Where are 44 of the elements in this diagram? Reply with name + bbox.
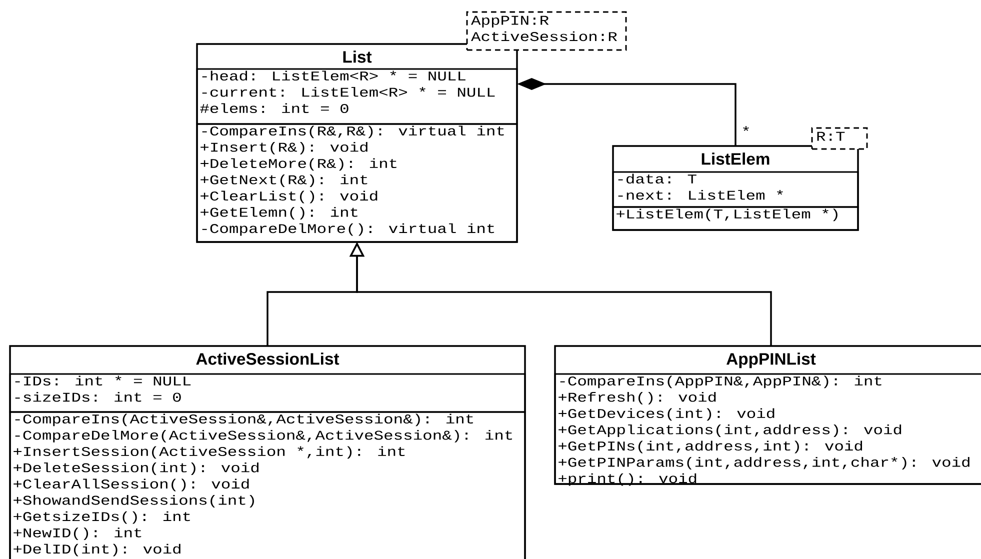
template-parameter: AppPIN:R — [471, 16, 549, 28]
member-text: -head: ListElem<R> * = NULL — [202, 70, 466, 81]
member-text: +DelID(int): void — [14, 544, 180, 556]
member-text: +Refresh(): void — [558, 392, 716, 404]
template-box — [811, 127, 868, 150]
member-text: +GetApplications(int,address): void — [558, 424, 902, 437]
member-text: #elems: int = 0 — [200, 103, 348, 114]
class-compartment — [196, 68, 518, 125]
member-text: +DeleteSession(int): void — [14, 462, 258, 475]
member-text: +ListElem(T,ListElem *) — [616, 208, 838, 222]
member-text: -CompareIns(ActiveSession&,ActiveSession&): int — [15, 414, 473, 426]
member-text: +ShowandSendSessions(int) — [14, 495, 254, 508]
class-compartment — [612, 206, 859, 231]
member-text: +GetElemn(): int — [200, 207, 358, 220]
member-text: -data: T — [618, 174, 696, 184]
member-text: +Insert(R&): void — [200, 142, 368, 154]
member-text: +ClearList(): void — [200, 190, 378, 204]
member-text: -sizeIDs: int = 0 — [15, 392, 181, 402]
template-box — [466, 11, 627, 51]
class-compartment — [554, 373, 981, 486]
template-parameter: ActiveSession:R — [471, 31, 617, 42]
class-compartment — [9, 411, 526, 559]
member-text: -CompareDelMore(): virtual int — [202, 223, 494, 236]
member-text: +GetDevices(int): void — [558, 408, 774, 421]
member-text: -next: ListElem * — [618, 190, 783, 200]
member-text: +GetsizeIDs(): int — [14, 511, 190, 524]
member-text: -IDs: int * = NULL — [15, 376, 191, 386]
class-compartment — [9, 373, 526, 413]
member-text: +DeleteMore(R&): int — [200, 158, 396, 171]
member-text: +InsertSession(ActiveSession *,int): int — [14, 446, 405, 459]
member-text: +print(): void — [558, 473, 696, 486]
member-text: -CompareDelMore(ActiveSession&,ActiveSession&): int — [15, 430, 512, 442]
member-text: +GetPINs(int,address,int): void — [558, 440, 862, 454]
class-compartment — [612, 171, 859, 208]
member-text: +NewID(): int — [14, 528, 142, 540]
member-text: -current: ListElem<R> * = NULL — [202, 86, 495, 97]
member-text: -CompareIns(R&,R&): virtual int — [202, 126, 504, 138]
member-text: -CompareIns(AppPIN&,AppPIN&): int — [560, 376, 882, 388]
template-parameter: R:T — [817, 132, 845, 141]
member-text: +GetNext(R&): int — [200, 174, 368, 187]
class-compartment — [196, 123, 518, 243]
member-text: +GetPINParams(int,address,int,char*): void — [558, 457, 970, 470]
member-text: +ClearAllSession(): void — [14, 478, 249, 492]
multiplicity-label: * — [740, 124, 752, 138]
